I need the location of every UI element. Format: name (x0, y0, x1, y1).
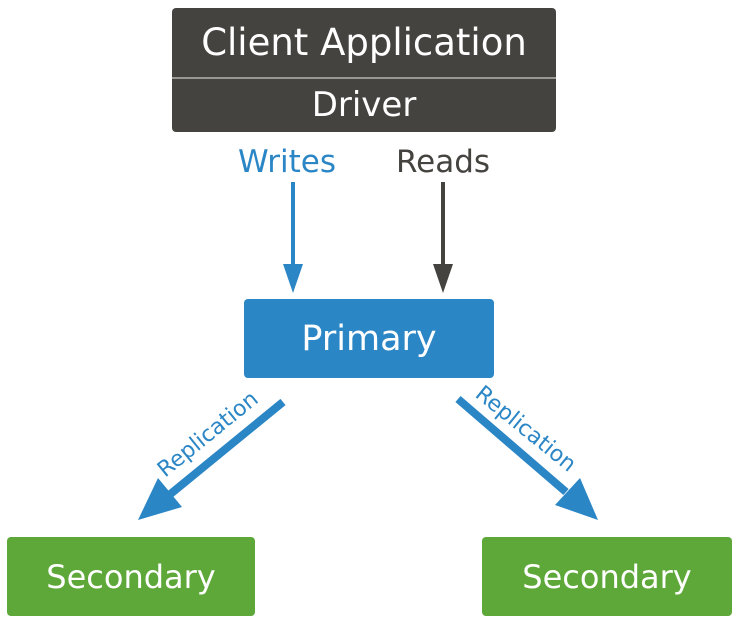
client-application-title: Client Application (201, 20, 527, 64)
secondary-node-left: Secondary (7, 537, 255, 616)
reads-arrow (433, 182, 453, 293)
writes-label: Writes (238, 144, 336, 180)
driver-label: Driver (311, 85, 417, 125)
client-application-box: Client Application Driver (172, 8, 556, 132)
replication-left-arrow (138, 398, 286, 520)
primary-node: Primary (244, 299, 494, 378)
secondary-node-right: Secondary (482, 537, 732, 616)
replication-right-arrow (455, 395, 598, 520)
client-driver-divider (172, 77, 556, 79)
writes-arrow (283, 182, 303, 293)
reads-label: Reads (396, 144, 491, 180)
replication-right-label: Replication (470, 381, 580, 477)
